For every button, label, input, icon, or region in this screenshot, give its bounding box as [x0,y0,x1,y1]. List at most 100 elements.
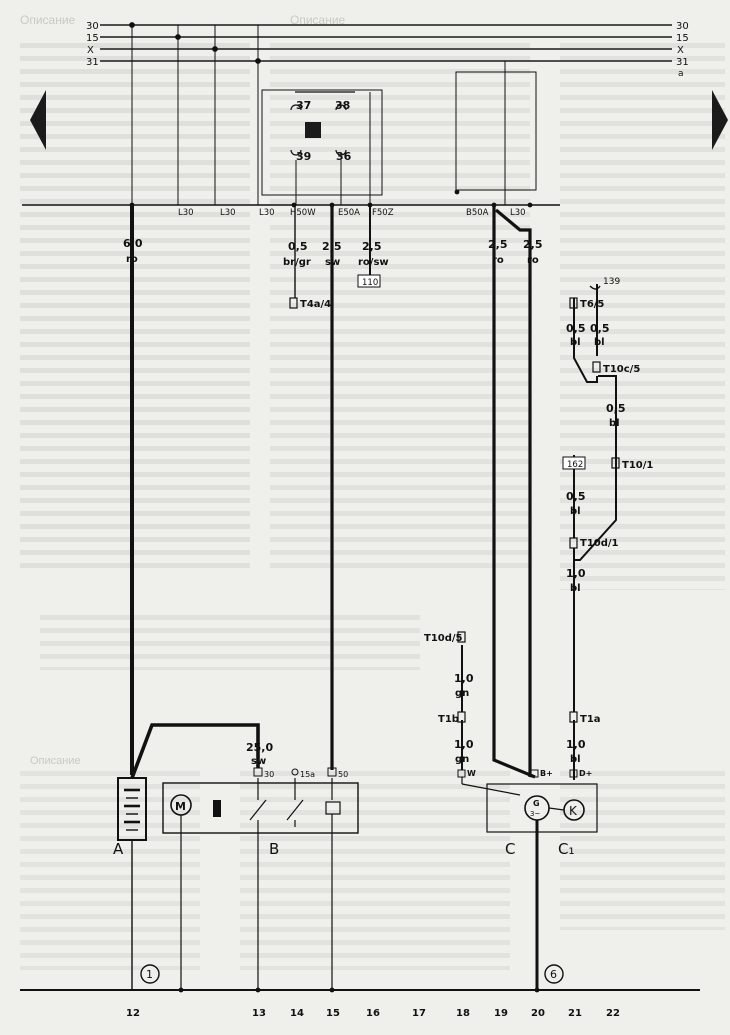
position-number: 13 [252,1008,266,1019]
wire-color: ro [527,255,539,266]
position-number: 22 [606,1008,620,1019]
alternator-g-icon: G [533,799,540,808]
ghost-header-1: Описание [20,13,76,27]
wire-color: gn [455,688,469,699]
tap-label: F50Z [372,208,394,218]
wire-color: bl [570,337,581,348]
wire-color: sw [251,756,266,767]
bus-label-30-right: 30 [676,21,689,32]
wire-color: bl [570,754,581,765]
wire-size: 0,5 [566,322,586,335]
alternator: G 3~ K W B+ D+ C C₁ [457,769,598,990]
wire-size: 1,0 [454,672,474,685]
bus-label-31-right: 31 [676,57,689,68]
position-numbers: 12 13 14 15 16 17 18 19 20 21 22 [126,1008,620,1019]
position-number: 20 [531,1008,545,1019]
tap-labels: L30 L30 L30 H50W E50A F50Z B50A L30 [178,208,526,218]
bus-label-30-left: 30 [86,21,99,32]
component-letter-b: B [269,840,279,858]
component-letter-c: C [505,840,515,858]
wire-size: 0,5 [566,490,586,503]
connector-label: T4a/4 [300,299,331,310]
component-letter-a: A [113,840,124,858]
tap-label: E50A [338,208,360,218]
tap-label: L30 [178,208,194,218]
connector-label: T10d/1 [580,538,619,549]
ghost-header-3: Описание [30,755,81,767]
junction-label: 139 [603,277,620,287]
tap-label: L30 [510,208,526,218]
starter-pin-label: 50 [338,770,348,779]
wire-color: ro [492,255,504,266]
wire-size: 0,5 [606,402,626,415]
alternator-phase-icon: 3~ [530,810,540,818]
previous-page-button[interactable] [30,90,46,150]
starter-pin-label: 30 [264,770,274,779]
position-number: 18 [456,1008,470,1019]
starter-pin-label: 15a [300,770,315,779]
box-label: 162 [567,460,583,470]
wire-color: bl [609,418,620,429]
battery: A [113,777,147,990]
connector-label: T10/1 [622,460,653,471]
next-page-button[interactable] [712,90,728,150]
ghost-header-2: Описание [290,13,346,27]
wire-size: 2,5 [322,240,342,253]
wire-color: br/gr [283,257,311,268]
bus-drops [129,22,506,205]
relay-terminal-37: 37 [296,99,311,112]
alternator-pin-label: W [467,769,476,778]
wire-color: ro [126,254,138,265]
connector-label: T10d/5 [424,633,463,644]
ground-point-label: 6 [550,968,557,981]
wire-size: 1,0 [454,738,474,751]
wire-color: sw [325,257,340,268]
bus-label-31-left: 31 [86,57,99,68]
connector-label: T6/5 [580,299,604,310]
wire-color: ro/sw [358,257,389,268]
position-number: 17 [412,1008,426,1019]
tap-label: B50A [466,208,489,218]
starter: M 30 15a 50 B [162,767,359,990]
power-buses: 30 15 X 31 30 15 X 31 a [86,21,689,79]
position-number: 19 [494,1008,508,1019]
wire-color: bl [570,583,581,594]
wire-annotations: 6,0 ro 0,5 br/gr 2,5 sw 2,5 ro/sw 2,5 ro… [123,237,626,767]
wire-size: 0,5 [288,240,308,253]
bus-sub-label: a [678,69,684,79]
relay-terminal-39: 39 [296,150,311,163]
connectors: T4a/4 T6/5 T10c/5 T10/1 T10d/1 T10d/5 T1… [289,297,653,725]
number-boxes: 110 162 139 [357,274,620,470]
component-letter-c1: C₁ [558,840,575,858]
box-label: 110 [362,278,378,288]
wire-size: 25,0 [246,741,273,754]
relay-block: 37 38 39 36 [261,71,537,205]
connector-label: T10c/5 [603,364,640,375]
alternator-pin-label: D+ [579,769,592,778]
tap-label: L30 [259,208,275,218]
wire-size: 1,0 [566,567,586,580]
thin-wires [461,284,617,780]
position-number: 12 [126,1008,140,1019]
alternator-pin-label: B+ [540,769,553,778]
bus-label-15-left: 15 [86,33,99,44]
wire-color: bl [570,506,581,517]
bus-label-15-right: 15 [676,33,689,44]
wire-size: 1,0 [566,738,586,751]
position-number: 14 [290,1008,304,1019]
tap-label: L30 [220,208,236,218]
connector-label: T1a [580,714,601,725]
ground-rail: 1 6 [20,964,700,993]
wire-size: 0,5 [590,322,610,335]
motor-icon: M [175,800,186,813]
position-number: 15 [326,1008,340,1019]
wire-color: bl [594,337,605,348]
relay-terminal-36: 36 [336,150,352,163]
wire-size: 2,5 [488,238,508,251]
wire-size: 2,5 [362,240,382,253]
tap-label: H50W [290,208,316,218]
relay-terminal-38: 38 [335,99,350,112]
position-number: 21 [568,1008,582,1019]
connector-label: T1b [438,714,459,725]
